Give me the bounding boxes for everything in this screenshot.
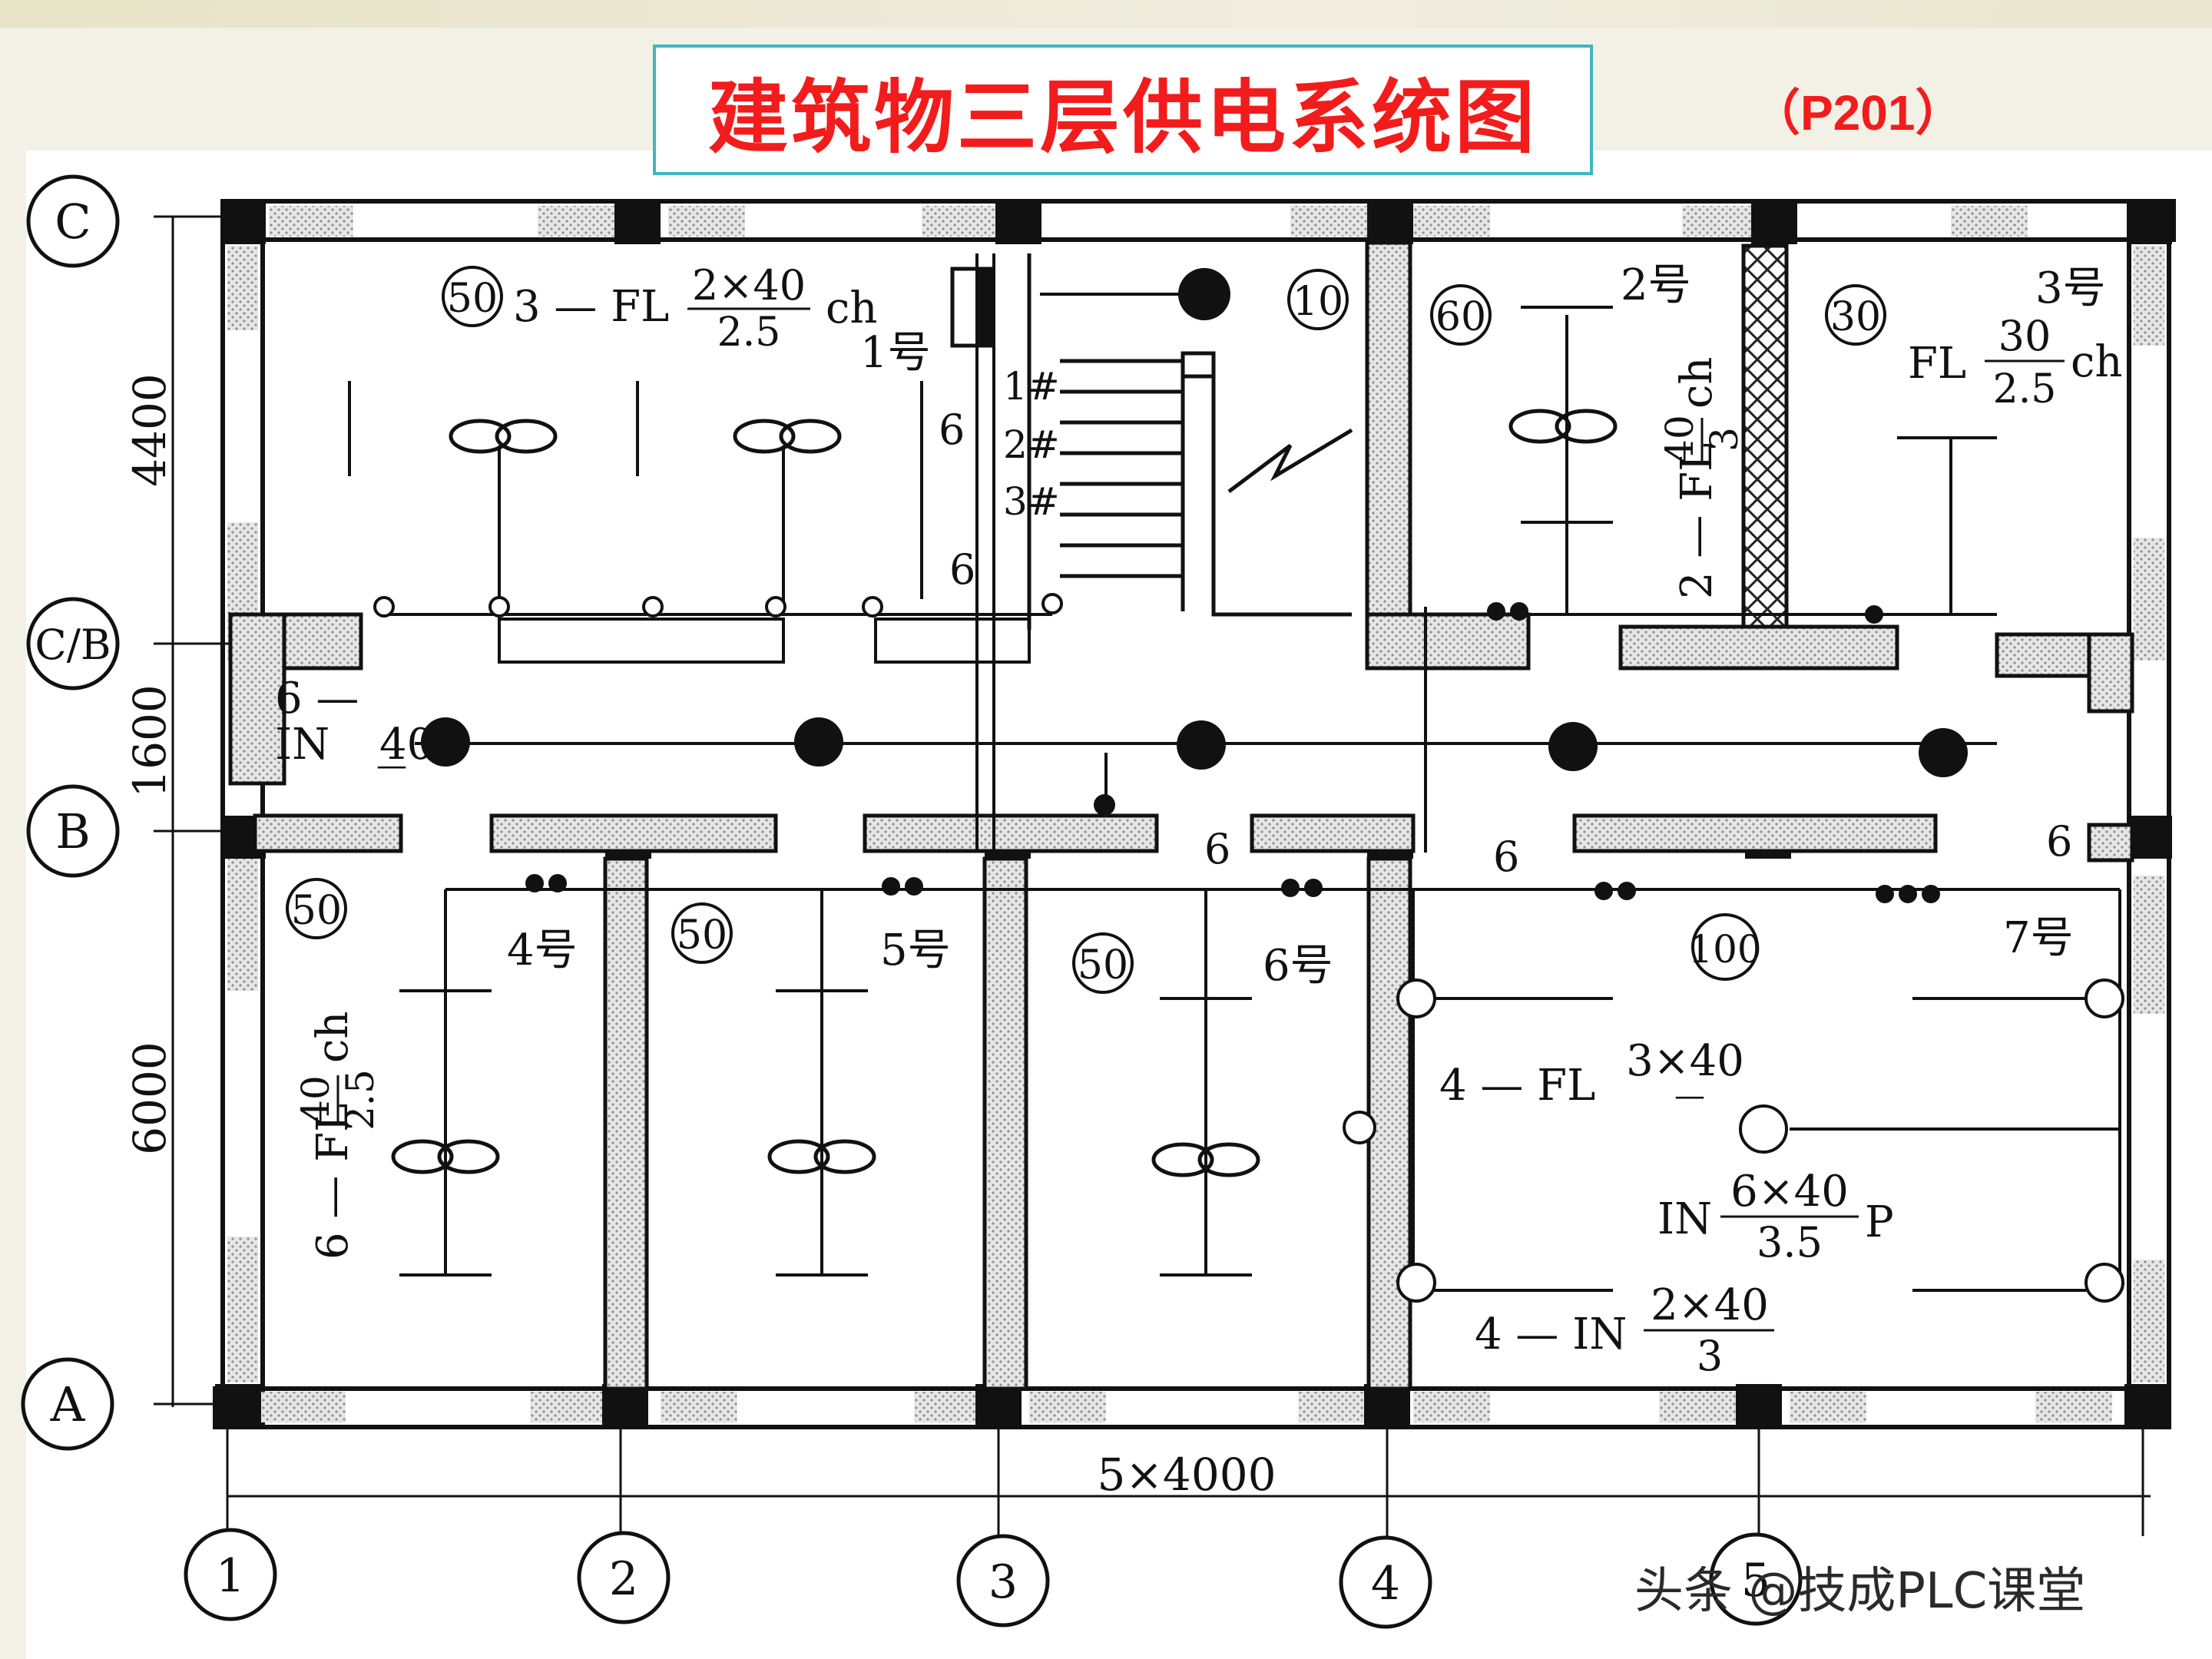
dim-top-span: 4400: [124, 373, 176, 487]
load-r8: 100: [1688, 927, 1761, 972]
top-gradient-bar: [0, 0, 2212, 28]
spec-corridor-line2: IN: [275, 720, 329, 770]
wire-count-4: 6: [1493, 833, 1519, 881]
axis-col-5: 5: [1741, 1554, 1770, 1608]
spec-vl-den: 2.5: [338, 1069, 382, 1131]
spec-big2-prefix: IN: [1657, 1194, 1712, 1244]
wire-count-3: 6: [1204, 825, 1230, 873]
spec-vl-text: 6 — FL: [308, 1104, 358, 1260]
panel-label-6: 6号: [1263, 941, 1333, 991]
wire-count-1: 6: [939, 406, 965, 454]
column-axis-labels: 1 2 3 4 5: [184, 1528, 1803, 1629]
dim-width: 5×4000: [1097, 1449, 1276, 1501]
staircase: [1027, 253, 1353, 630]
axis-col-2: 2: [609, 1552, 638, 1606]
load-r6: 50: [677, 912, 727, 959]
dim-bottom-span: 6000: [124, 1041, 176, 1155]
spec-big2-num: 6×40: [1730, 1167, 1849, 1217]
distribution-panel-1: [950, 267, 993, 348]
row-axis-labels: C C/B B A: [21, 174, 120, 1451]
spec-big3-num: 2×40: [1651, 1280, 1769, 1330]
page-reference: （P201）: [1751, 85, 1965, 141]
ceiling-fans: [391, 409, 1618, 1177]
stair-circuit-marks: 1# 2# 3#: [1003, 364, 1060, 524]
title-box: 建筑物三层供电系统图: [653, 45, 1593, 175]
spec-r1-prefix: 3 — FL: [513, 282, 669, 332]
room-load-markers: 50 10 60 30 50 50 50 100: [286, 266, 1886, 994]
spec-big3-den: 3: [1697, 1332, 1723, 1380]
spec-big2-suffix: P: [1865, 1197, 1894, 1247]
spec-corridor-num: 40: [379, 720, 434, 770]
load-r1: 50: [447, 276, 498, 322]
spec-big3-prefix: 4 — IN: [1475, 1310, 1627, 1359]
dim-mid-span: 1600: [124, 684, 176, 798]
spec-vertical-right: 2 — FL 40 3 ch: [1657, 357, 1747, 599]
axis-col-4: 4: [1371, 1557, 1400, 1611]
switch-dots: [525, 602, 1940, 903]
dimension-lines: [154, 215, 2151, 1536]
axis-row-c: C: [55, 194, 91, 250]
axis-row-b: B: [55, 803, 91, 859]
panel-label-5: 5号: [880, 926, 951, 975]
spec-vr-suffix: ch: [1672, 357, 1722, 409]
panel-label-1: 1号: [860, 328, 931, 378]
spec-big1-prefix: 4 — FL: [1439, 1061, 1595, 1111]
interior-walls: [228, 240, 2134, 1391]
spec-corridor-prefix: 6 —: [275, 674, 359, 724]
axis-row-cb: C/B: [35, 621, 111, 669]
spec-big1-num: 3×40: [1626, 1036, 1744, 1086]
spec-r1-den: 2.5: [717, 310, 781, 356]
load-r2: 10: [1293, 279, 1343, 325]
panel-label-4: 4号: [507, 926, 578, 975]
spec-vertical-left: 6 — FL 40 2.5 ch: [293, 1012, 382, 1260]
stair-mark-2: 2#: [1003, 422, 1060, 467]
load-r4: 30: [1830, 294, 1881, 340]
load-r3: 60: [1435, 294, 1486, 340]
spec-vr-text: 2 — FL: [1672, 443, 1722, 599]
panel-label-7: 7号: [2003, 913, 2074, 963]
spec-vl-num: 40: [293, 1075, 338, 1124]
spec-vr-den: 3: [1702, 427, 1747, 452]
wire-count-labels: 6 6 6 6 6: [939, 406, 2072, 881]
spec-r4-den: 2.5: [1993, 366, 2057, 412]
load-r5: 50: [291, 888, 342, 934]
spec-vr-num: 40: [1657, 415, 1702, 464]
wire-count-2: 6: [949, 545, 975, 594]
spec-r4-prefix: FL: [1908, 339, 1966, 389]
spec-big1-den: —: [1674, 1078, 1705, 1114]
spec-big2-den: 3.5: [1757, 1218, 1823, 1267]
panel-labels: 1号 2号 3号 4号 5号 6号 7号: [507, 260, 2106, 991]
spec-r4-suffix: ch: [2071, 337, 2122, 387]
conduit-lines: [348, 253, 2121, 1298]
load-r7: 50: [1078, 942, 1128, 988]
watermark-text: 头条 @技成PLC课堂: [1634, 1563, 2086, 1620]
diagram-title: 建筑物三层供电系统图: [707, 70, 1538, 164]
panel-label-2: 2号: [1621, 260, 1691, 310]
wire-count-5: 6: [2046, 817, 2072, 866]
spec-corridor-den: —: [376, 748, 407, 783]
spec-r4-num: 30: [1998, 312, 2051, 360]
ceiling-lamps: [421, 268, 1968, 816]
stair-mark-1: 1#: [1003, 364, 1060, 409]
spec-r1-suffix: ch: [826, 283, 877, 333]
axis-col-1: 1: [216, 1549, 245, 1603]
axis-col-3: 3: [988, 1555, 1018, 1609]
panel-label-3: 3号: [2035, 263, 2106, 313]
spec-r1-num: 2×40: [692, 261, 806, 310]
switch-symbols: [373, 593, 2124, 1303]
spec-vl-suffix: ch: [308, 1012, 358, 1063]
axis-row-a: A: [50, 1376, 86, 1432]
stair-mark-3: 3#: [1003, 479, 1060, 524]
